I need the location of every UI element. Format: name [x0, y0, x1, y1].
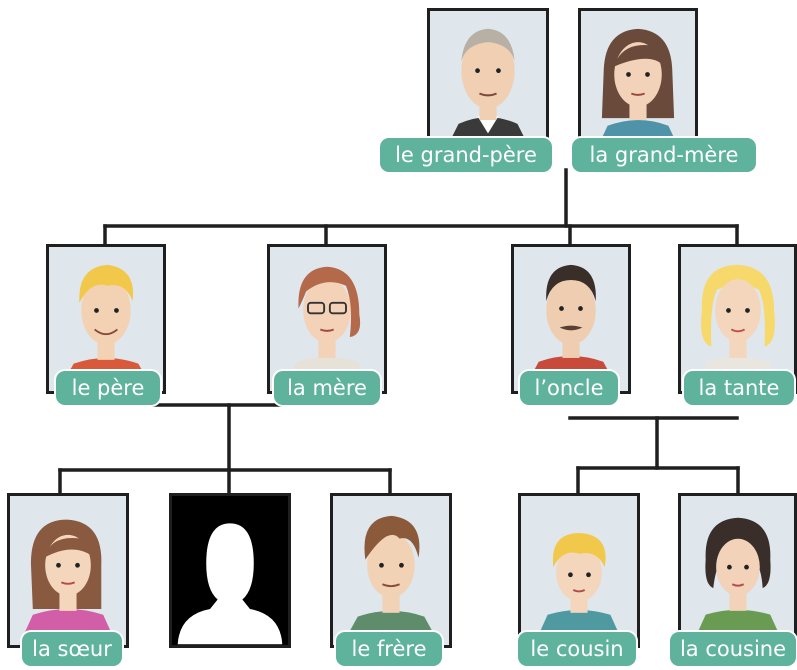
cousin-male-portrait-icon — [534, 532, 624, 645]
grandfather-portrait — [427, 8, 549, 158]
label-father: le père — [56, 371, 160, 405]
label-sister: la sœur — [22, 632, 122, 666]
grandmother-portrait — [578, 8, 698, 158]
mother-portrait-icon — [281, 266, 373, 391]
mother-portrait — [267, 244, 387, 394]
cousin-female-portrait — [678, 493, 797, 648]
uncle-portrait-icon — [523, 264, 619, 391]
grandfather-portrait-icon — [443, 28, 533, 155]
sister-portrait-icon — [19, 519, 117, 645]
silhouette-icon — [177, 523, 283, 645]
sister-portrait — [7, 493, 129, 648]
brother-portrait-icon — [342, 515, 440, 645]
cousin-female-portrait-icon — [692, 517, 784, 645]
label-uncle: l’oncle — [520, 371, 618, 405]
label-cousin-female: la cousine — [670, 632, 796, 666]
uncle-portrait — [511, 244, 631, 394]
label-cousin-male: le cousin — [518, 632, 636, 666]
label-mother: la mère — [274, 371, 380, 405]
label-grandmother: la grand-mère — [572, 138, 756, 172]
label-grandfather: le grand-père — [380, 138, 552, 172]
self-silhouette-portrait — [169, 493, 291, 648]
label-brother: le frère — [336, 632, 442, 666]
aunt-portrait-icon — [692, 264, 784, 391]
cousin-male-portrait — [518, 493, 640, 648]
brother-portrait — [330, 493, 452, 648]
label-aunt: la tante — [684, 371, 794, 405]
father-portrait-icon — [58, 264, 154, 391]
grandmother-portrait-icon — [594, 28, 682, 155]
